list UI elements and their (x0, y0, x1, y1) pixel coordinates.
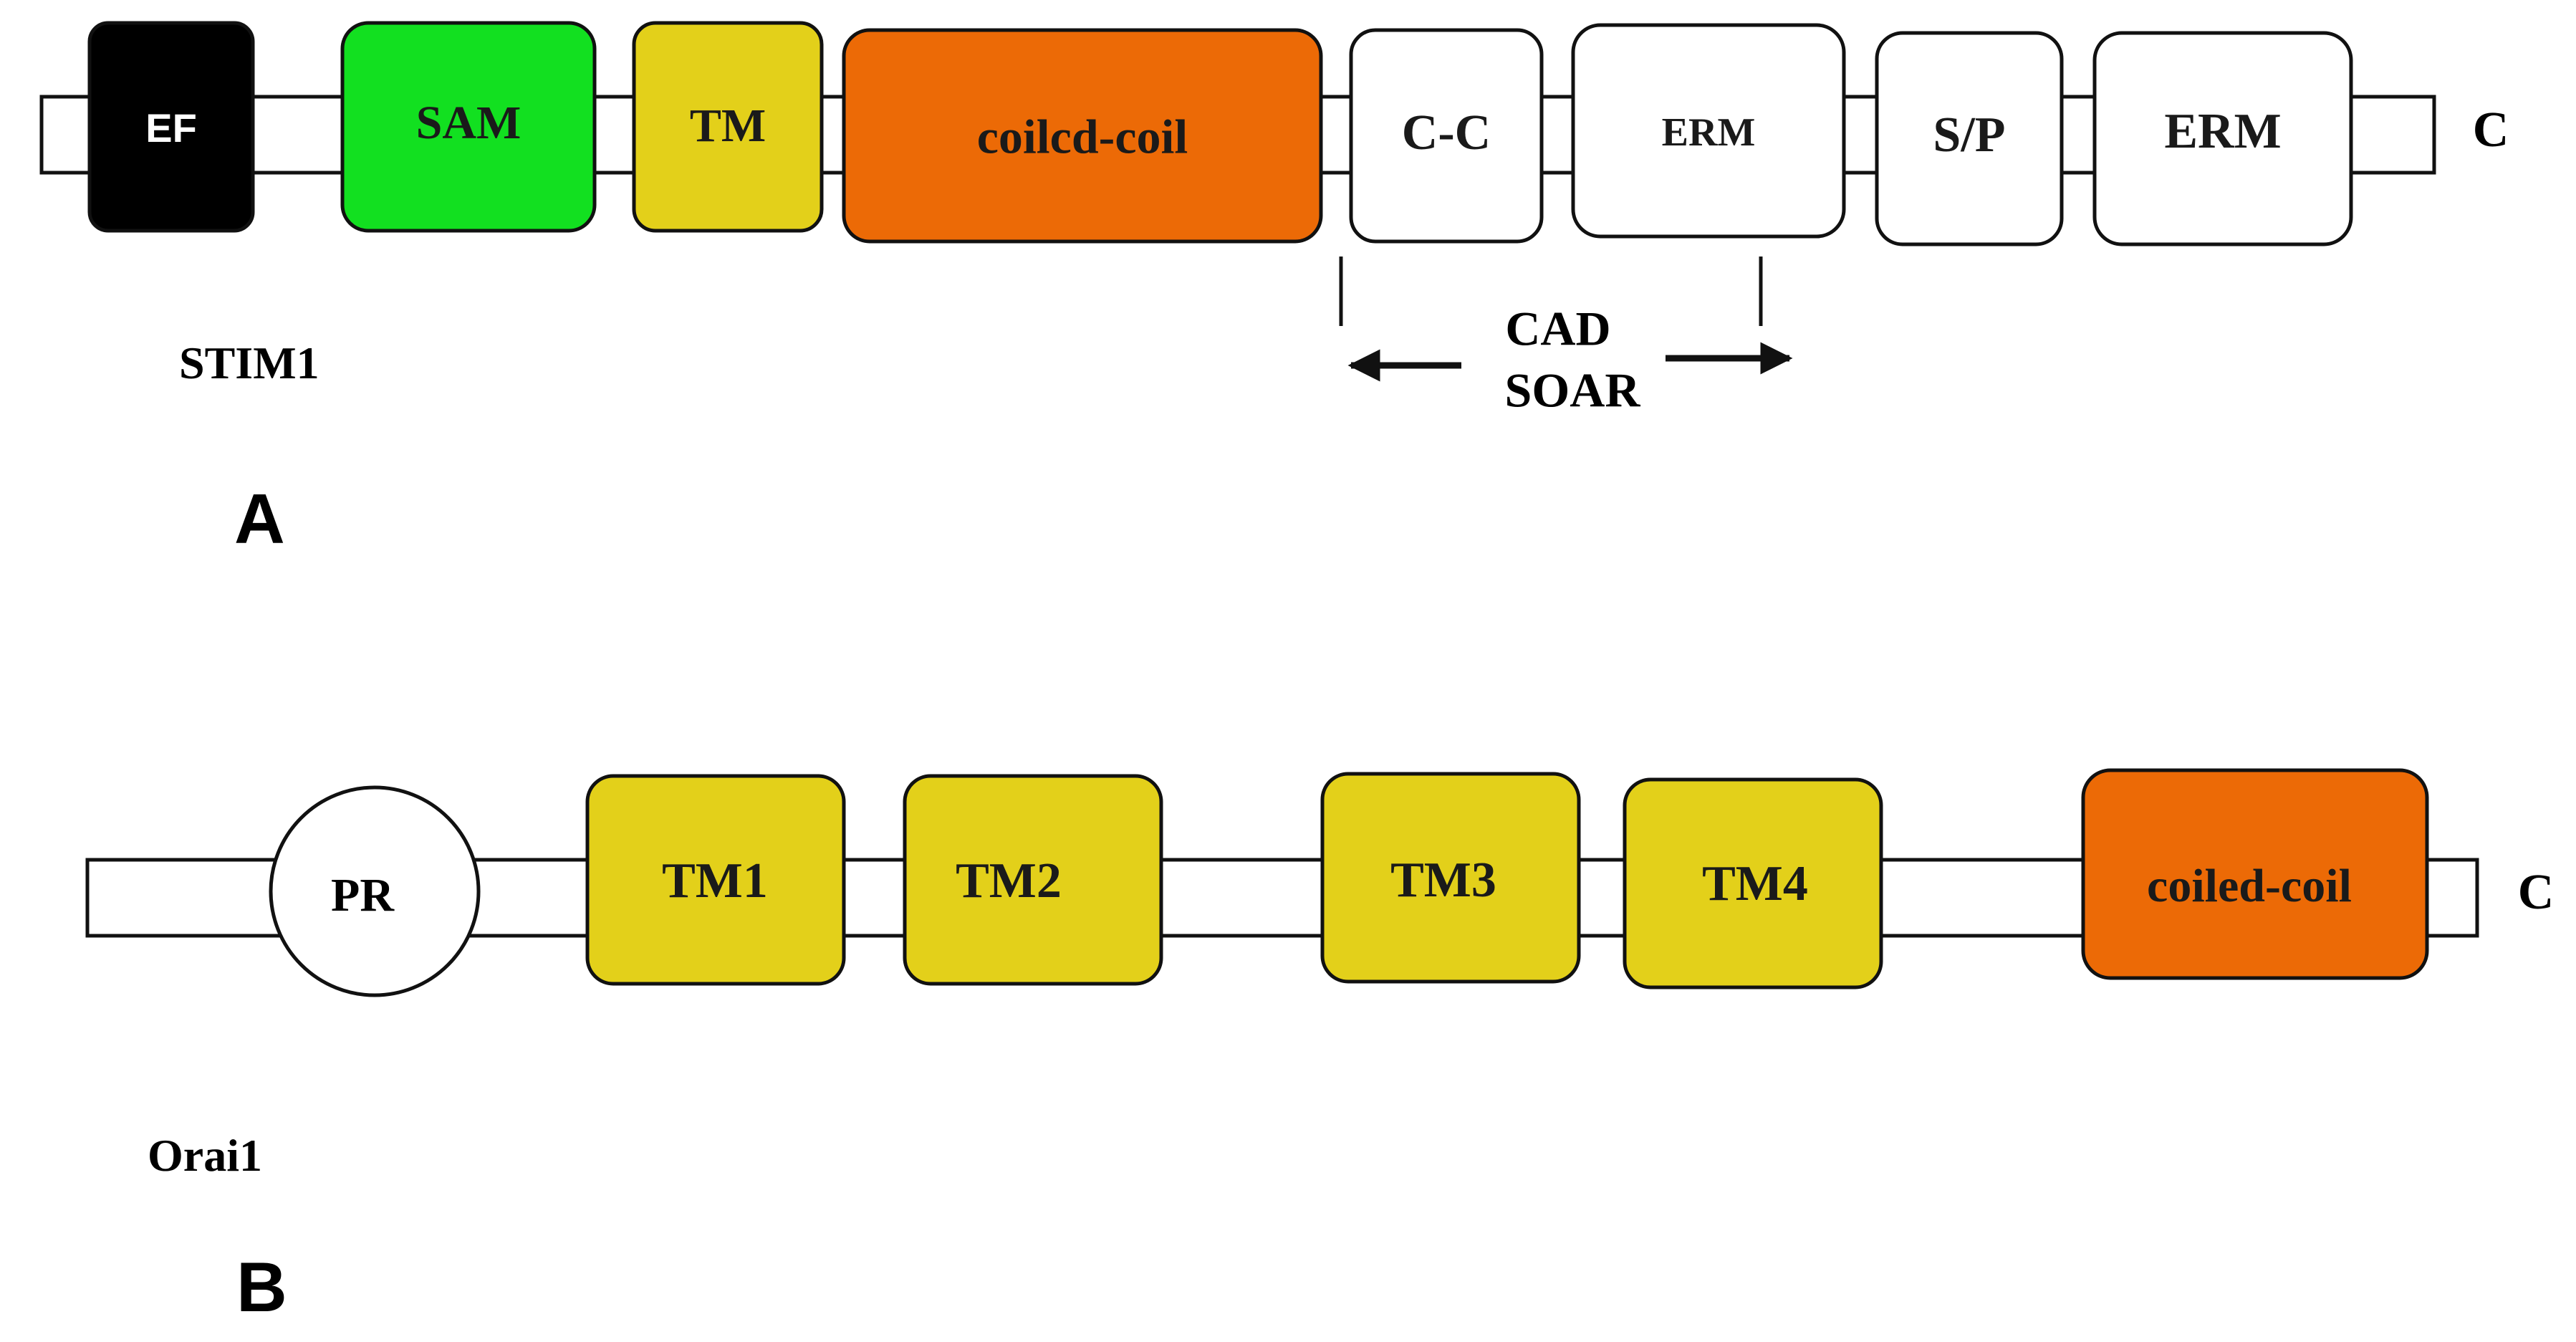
stim1-panel: EF SAM TM coilcd-coil C-C ERM S/P ERM (39, 21, 2509, 558)
pr-label: PR (331, 869, 395, 921)
stim1-domain-box (2092, 31, 2353, 246)
orai1-domain-tm1: TM1 (585, 774, 846, 986)
stim1-domain-box (1349, 28, 1544, 244)
stim1-domain-tm: TM (632, 21, 824, 233)
orai1-domain-label: TM4 (1702, 856, 1808, 911)
orai1-domain-box (2081, 768, 2429, 980)
stim1-domain-erm-2: ERM (2092, 31, 2353, 246)
orai1-domain-tm3: TM3 (1320, 772, 1581, 984)
stim1-domain-label: ERM (1662, 110, 1756, 155)
orai1-domain-box (1320, 772, 1581, 984)
stim1-domain-sam: SAM (340, 21, 597, 233)
orai1-domain-tm4: TM4 (1623, 777, 1883, 989)
stim1-domain-label: TM (690, 100, 766, 152)
stim1-protein-label: STIM1 (179, 337, 319, 388)
stim1-domain-coiled-coil: coilcd-coil (842, 28, 1323, 244)
orai1-c-terminus-label: C (2518, 865, 2555, 920)
stim1-domain-label: EF (145, 105, 197, 150)
stim1-domain-box (842, 28, 1323, 244)
stim1-domain-label: C-C (1402, 105, 1491, 160)
pr-circle (269, 785, 481, 997)
orai1-domain-label: coiled-coil (2147, 860, 2352, 912)
panel-letter-a: A (234, 479, 285, 558)
stim1-domain-label: S/P (1933, 107, 2005, 163)
orai1-domain-coiled-coil: coiled-coil (2081, 768, 2429, 980)
orai1-domain-box (585, 774, 846, 986)
cad-soar-region: CAD SOAR (1339, 257, 1793, 418)
panel-letter-b: B (236, 1247, 287, 1326)
orai1-domain-label: TM3 (1390, 853, 1496, 908)
stim1-domain-box (1571, 23, 1846, 239)
orai1-backbone (85, 858, 2479, 938)
stim1-domain-s-p: S/P (1875, 31, 2064, 246)
stim1-domain-label: ERM (2164, 104, 2281, 159)
orai1-panel: PR TM1 TM2 TM3 TM4 coiled-coil C Orai1 B (85, 768, 2555, 1326)
stim1-domain-c-c: C-C (1349, 28, 1544, 244)
stim1-domain-erm-1: ERM (1571, 23, 1846, 239)
orai1-domain-tm2: TM2 (903, 774, 1163, 986)
stim1-domain-ef: EF (87, 21, 255, 233)
orai1-pr-circle: PR (269, 785, 481, 997)
stim1-domain-box (87, 21, 255, 233)
stim1-domain-box (1875, 31, 2064, 246)
stim1-domain-box (340, 21, 597, 233)
stim1-domain-label: coilcd-coil (977, 110, 1188, 164)
orai1-domain-box (1623, 777, 1883, 989)
orai1-domain-label: TM2 (956, 853, 1062, 909)
stim1-domain-label: SAM (416, 97, 522, 149)
region-label-soar: SOAR (1505, 363, 1641, 418)
region-label-cad: CAD (1505, 302, 1610, 356)
orai1-domain-label: TM1 (662, 853, 768, 909)
stim1-c-terminus-label: C (2473, 102, 2509, 158)
stim1-domain-box (632, 21, 824, 233)
orai1-domain-box (903, 774, 1163, 986)
orai1-protein-label: Orai1 (148, 1130, 262, 1181)
